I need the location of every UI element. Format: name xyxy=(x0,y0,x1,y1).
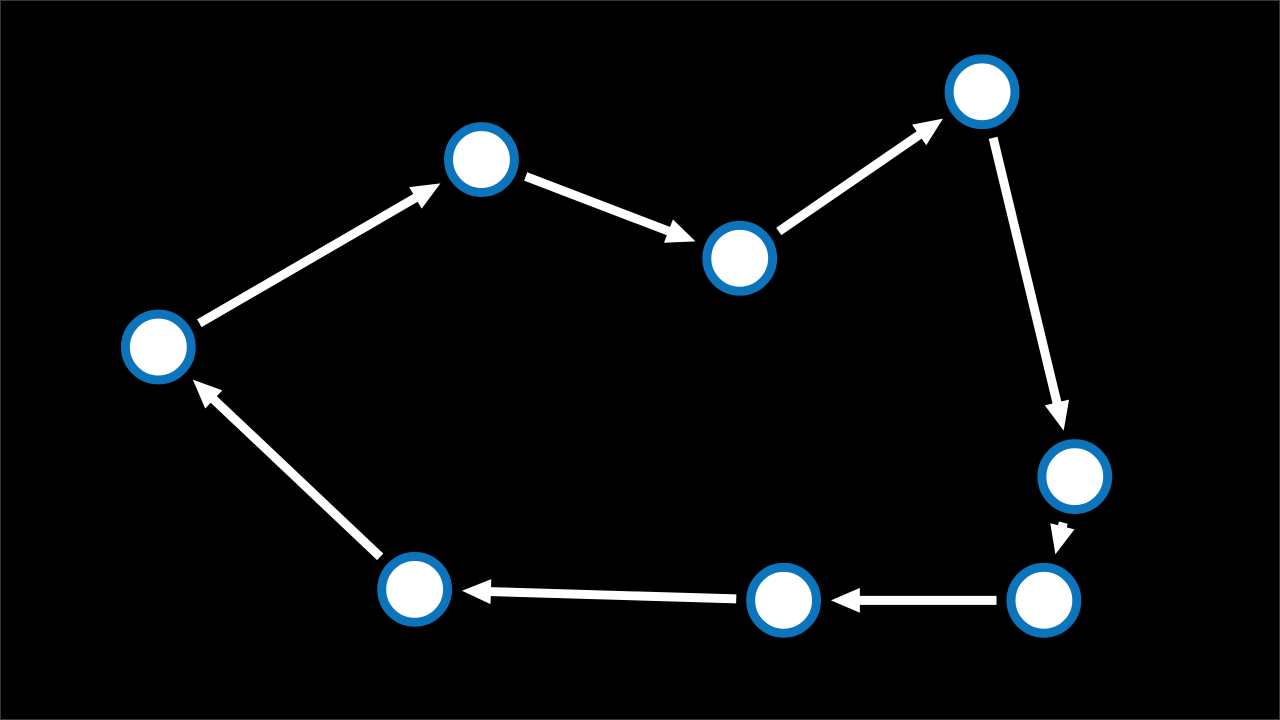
edge-line xyxy=(776,130,924,236)
graph-edge-node-right-to-node-bottom-right xyxy=(1050,521,1075,555)
edge-line xyxy=(988,136,1062,406)
graph-edge-node-left-to-node-upper-left xyxy=(197,183,441,328)
arrowhead-icon xyxy=(461,579,492,605)
graph-edge-node-upper-left-to-node-middle xyxy=(524,172,696,243)
node-top-right xyxy=(944,54,1020,130)
edge-line xyxy=(197,192,420,328)
edge-line xyxy=(524,172,672,236)
arrowhead-icon xyxy=(1044,399,1070,431)
node-left xyxy=(120,309,196,385)
arrowhead-icon xyxy=(830,587,860,613)
graph-edge-node-bottom-left-to-node-left xyxy=(192,379,384,561)
node-right xyxy=(1037,439,1113,515)
node-middle xyxy=(702,220,778,296)
node-bottom-middle xyxy=(746,562,821,638)
arrowhead-icon xyxy=(192,379,223,409)
edge-line xyxy=(209,394,384,561)
graph-edge-node-bottom-right-to-node-bottom-middle xyxy=(830,587,997,613)
graph-edge-node-middle-to-node-top-right xyxy=(776,118,944,236)
node-upper-left xyxy=(444,122,519,197)
arrowhead-icon xyxy=(664,219,696,243)
graph-edge-node-bottom-middle-to-node-bottom-left xyxy=(461,579,737,605)
arrowhead-icon xyxy=(912,118,944,146)
node-bottom-right xyxy=(1006,562,1082,638)
edge-line xyxy=(488,587,737,604)
arrowhead-icon xyxy=(1050,523,1075,555)
node-bottom-left xyxy=(377,551,453,627)
graph-edge-node-top-right-to-node-right xyxy=(988,136,1070,431)
arrowhead-icon xyxy=(409,183,441,209)
